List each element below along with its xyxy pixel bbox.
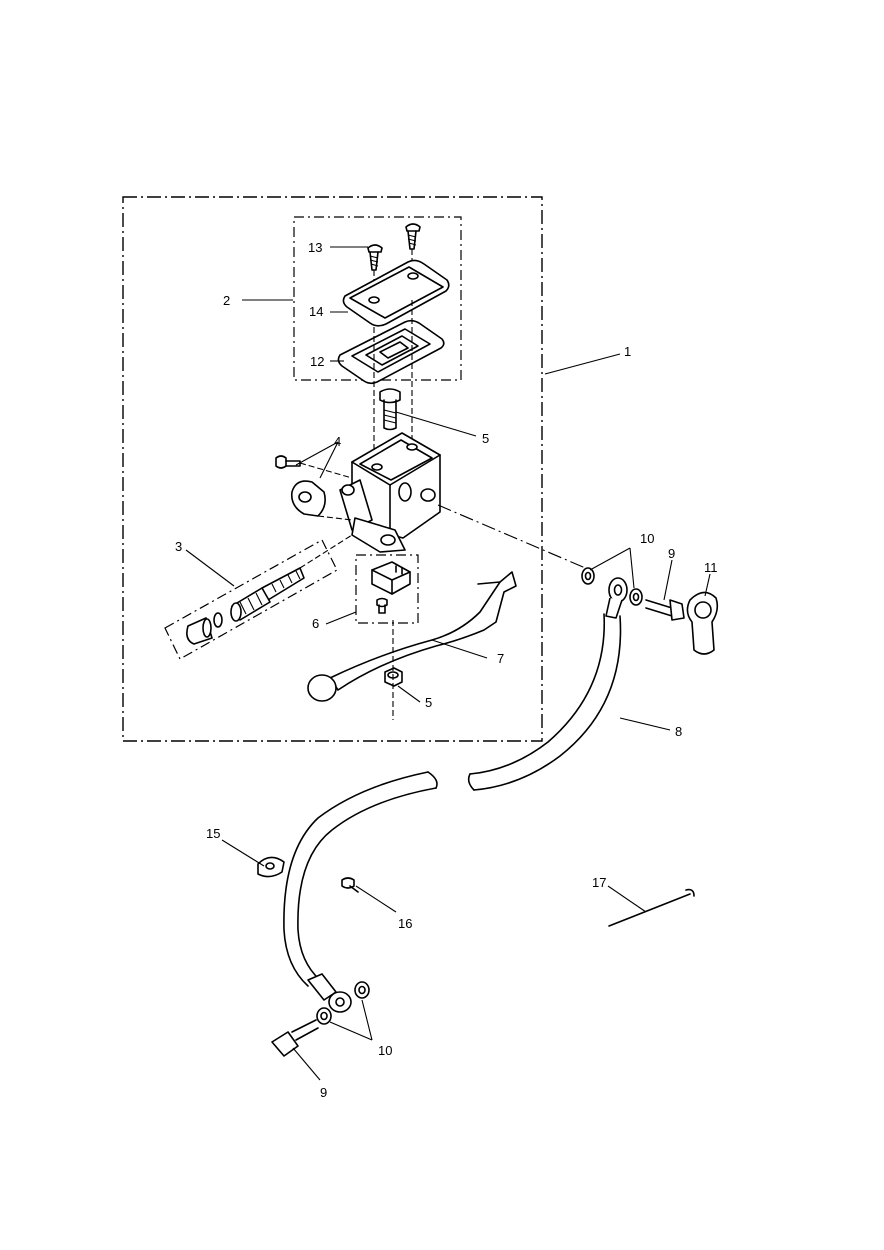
callout-15: 15 — [206, 826, 220, 841]
callout-5-upper: 5 — [482, 431, 489, 446]
callout-10-upper: 10 — [640, 531, 654, 546]
clamp-bolt-small — [275, 455, 301, 469]
brake-light-switch — [371, 561, 411, 595]
master-cylinder-body — [339, 432, 441, 553]
assembly-boundary-box — [122, 196, 543, 742]
callout-17: 17 — [592, 875, 606, 890]
reservoir-kit-boundary-box — [293, 216, 462, 381]
callout-13: 13 — [308, 240, 322, 255]
banjo-bolt-lower — [271, 1019, 319, 1057]
handlebar-clamp — [290, 480, 326, 517]
callout-9-upper: 9 — [668, 546, 675, 561]
switch-kit-boundary-box — [355, 554, 419, 624]
callout-7: 7 — [497, 651, 504, 666]
leader-lines — [185, 246, 711, 1081]
brake-lever — [307, 571, 517, 702]
clamp-bolt-upper — [379, 388, 401, 431]
hose-clip — [257, 856, 285, 878]
clip-screw — [341, 877, 359, 893]
hose-banjo-upper — [605, 577, 628, 619]
reservoir-cap — [342, 259, 450, 327]
callout-12: 12 — [310, 354, 324, 369]
callout-5-lower: 5 — [425, 695, 432, 710]
callout-14: 14 — [309, 304, 323, 319]
sealing-washer-upper-1 — [581, 567, 595, 585]
callout-4: 4 — [334, 434, 341, 449]
piston-kit — [186, 567, 305, 645]
callout-3: 3 — [175, 539, 182, 554]
callout-16: 16 — [398, 916, 412, 931]
piston-kit-boundary-box — [164, 539, 338, 660]
reservoir-screw-left — [367, 244, 383, 271]
callout-9-lower: 9 — [320, 1085, 327, 1100]
callout-10-lower: 10 — [378, 1043, 392, 1058]
cable-tie — [608, 888, 695, 927]
reservoir-diaphragm — [337, 319, 445, 385]
sealing-washer-lower-1 — [354, 981, 370, 999]
callout-2: 2 — [223, 293, 230, 308]
callout-6: 6 — [312, 616, 319, 631]
sealing-washer-upper-2 — [629, 588, 643, 606]
callout-1: 1 — [624, 344, 631, 359]
banjo-bolt-upper — [645, 599, 685, 621]
callout-11: 11 — [704, 560, 718, 575]
hose-banjo-lower — [328, 991, 352, 1013]
callout-8: 8 — [675, 724, 682, 739]
banjo-cover — [686, 591, 719, 655]
reservoir-screw-right — [405, 223, 421, 250]
switch-screw — [376, 597, 388, 614]
callout-labels: 1 2 3 4 5 5 6 7 8 9 9 10 10 11 12 13 14 … — [175, 240, 718, 1100]
sealing-washer-lower-2 — [316, 1007, 332, 1025]
brake-hose — [283, 613, 622, 1001]
